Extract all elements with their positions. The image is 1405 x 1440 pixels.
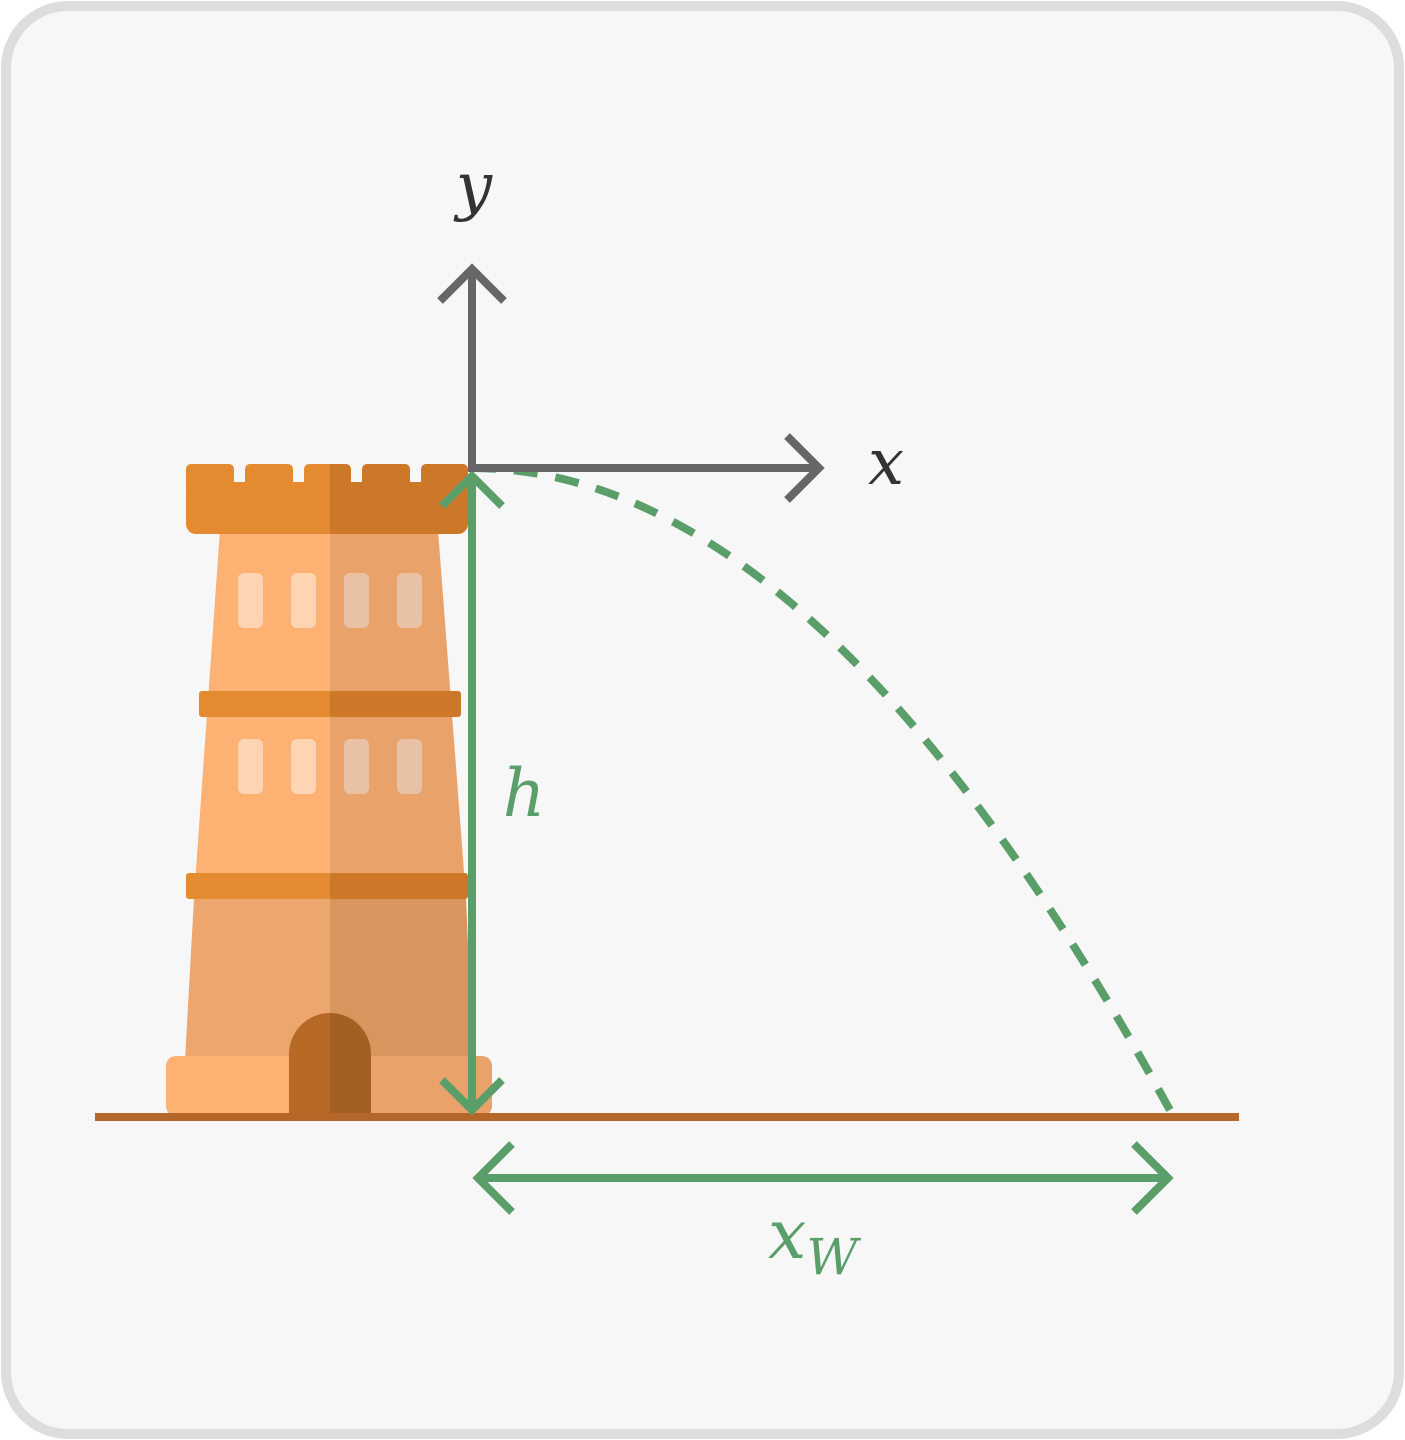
y-axis-label: y xyxy=(453,150,493,224)
tower-window xyxy=(291,739,316,794)
tower-body-lower-left xyxy=(185,898,330,1060)
tower-window xyxy=(344,573,369,628)
tower-band xyxy=(186,873,340,899)
tower-body-lower-right xyxy=(330,898,473,1060)
tower-band xyxy=(199,691,340,717)
tower-door-left xyxy=(289,1013,330,1116)
tower xyxy=(166,464,492,1116)
height-label: h xyxy=(503,755,546,832)
x-axis-arrowhead xyxy=(784,433,825,503)
y-axis-arrowhead xyxy=(437,263,507,304)
distance-label-subscript: W xyxy=(806,1228,861,1286)
tower-window xyxy=(344,739,369,794)
distance-label-main: x xyxy=(768,1196,806,1275)
tower-merlon xyxy=(304,464,330,494)
x-axis-label: x xyxy=(868,426,904,500)
tower-window xyxy=(238,573,263,628)
tower-merlon xyxy=(362,464,410,494)
tower-door-right xyxy=(330,1013,371,1116)
tower-merlon xyxy=(330,464,351,494)
distance-label: xW xyxy=(768,1196,861,1286)
tower-window xyxy=(238,739,263,794)
tower-crown-right xyxy=(330,482,468,534)
distance-arrow xyxy=(472,1141,1174,1215)
trajectory-path xyxy=(471,464,1176,1116)
tower-crown-left xyxy=(186,482,336,534)
tower-window xyxy=(291,573,316,628)
tower-merlon xyxy=(186,464,234,494)
tower-merlon xyxy=(245,464,293,494)
tower-band xyxy=(330,691,461,717)
axes xyxy=(437,263,825,503)
tower-window xyxy=(397,739,422,794)
height-arrow xyxy=(439,470,505,1116)
tower-band xyxy=(330,873,468,899)
tower-window xyxy=(397,573,422,628)
